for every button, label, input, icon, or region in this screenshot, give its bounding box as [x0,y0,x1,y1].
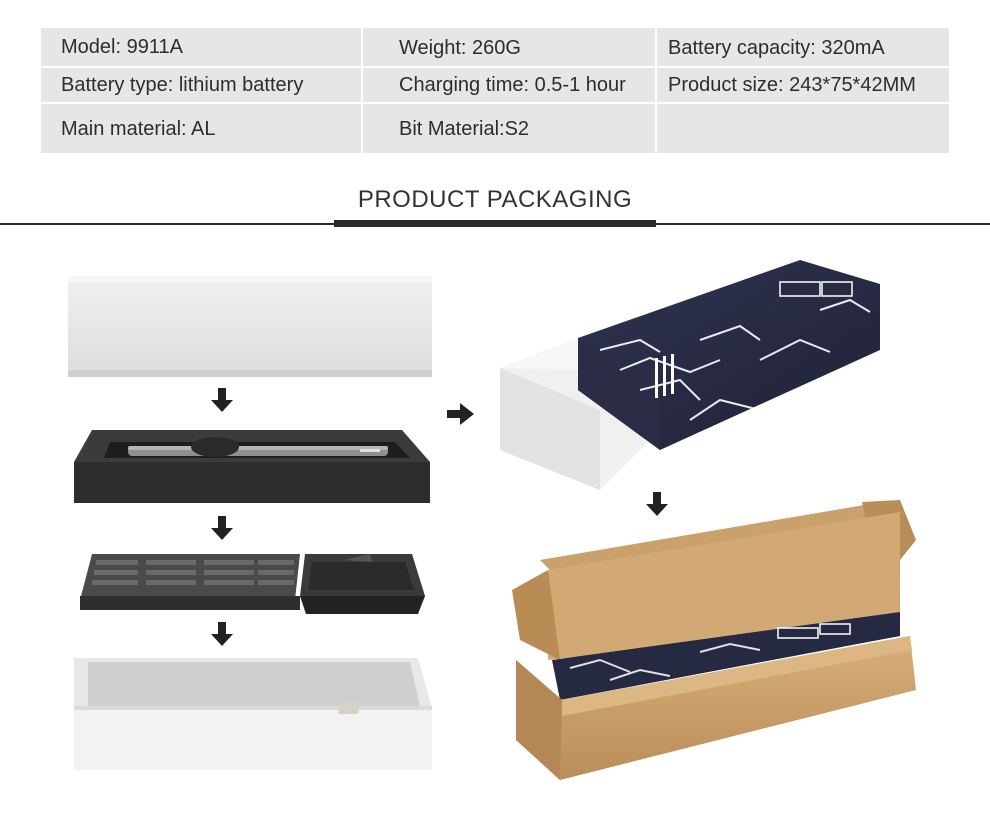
arrow-down-icon [211,388,233,412]
white-lid-box [68,276,432,377]
arrow-down-icon [646,492,668,516]
section-heading: PRODUCT PACKAGING [0,180,990,230]
arrow-right-icon [447,403,474,425]
spec-charging-time: Charging time: 0.5-1 hour [363,68,657,104]
packaging-diagram [68,260,916,780]
packaging-illustration [0,240,990,820]
sleeve-box [500,260,880,490]
spec-empty [657,104,949,153]
bit-tray [80,554,425,614]
spec-table: Model: 9911A Weight: 260G Battery capaci… [41,28,949,153]
spec-model: Model: 9911A [41,28,363,68]
spec-battery-type: Battery type: lithium battery [41,68,363,104]
arrow-down-icon [211,516,233,540]
spec-battery-capacity: Battery capacity: 320mA [657,28,949,68]
heading-underline [334,220,656,227]
kraft-mailer-box [512,500,916,780]
section-title: PRODUCT PACKAGING [357,186,633,213]
white-base-box [74,658,432,770]
spec-bit-material: Bit Material:S2 [363,104,657,153]
arrow-down-icon [211,622,233,646]
spec-weight: Weight: 260G [363,28,657,68]
spec-main-material: Main material: AL [41,104,363,153]
foam-insert [74,430,430,503]
spec-product-size: Product size: 243*75*42MM [657,68,949,104]
